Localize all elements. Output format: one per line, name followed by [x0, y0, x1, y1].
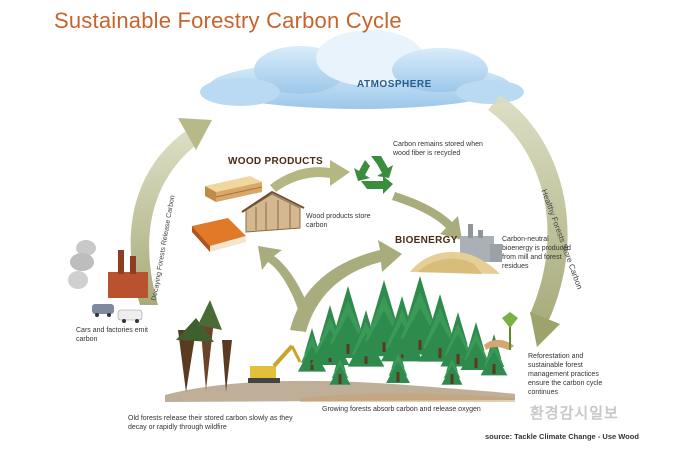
wood-store-label: Wood products store carbon — [306, 213, 371, 229]
growing-forest — [297, 276, 508, 385]
reforestation-label: Reforestation and sustainable forest man… — [528, 353, 603, 396]
old-forest — [176, 300, 232, 392]
arrow-left — [130, 118, 212, 305]
house-icon — [241, 190, 305, 233]
wood-products-label: WOOD PRODUCTS — [228, 156, 324, 167]
tree-icon — [329, 352, 351, 385]
tree-icon — [441, 352, 463, 385]
growing-forests-label: Growing forests absorb carbon and releas… — [322, 406, 481, 413]
arrow-wood-to-recycle — [270, 160, 350, 192]
factory-icon — [68, 240, 148, 298]
tree-icon — [460, 322, 492, 370]
tree-icon — [386, 346, 410, 384]
atmosphere-label: ATMOSPHERE — [357, 79, 432, 90]
cars-factories-label: Cars and factories emit carbon — [76, 327, 148, 343]
page-title: Sustainable Forestry Carbon Cycle — [54, 8, 402, 33]
arrow-recycle-to-bioenergy — [392, 192, 462, 240]
seedling-icon — [484, 312, 518, 350]
old-forests-label: Old forests release their stored carbon … — [128, 415, 293, 431]
recycle-icon — [354, 156, 393, 194]
lumber-icon — [205, 176, 263, 202]
bioenergy-label: BIOENERGY — [395, 235, 458, 246]
carbon-neutral-label: Carbon-neutral bioenergy is produced fro… — [502, 236, 571, 270]
arrow-forest-up — [258, 240, 402, 332]
tree-icon — [480, 334, 508, 376]
book-icon — [192, 218, 246, 252]
cloud-icon — [200, 30, 524, 109]
car-icon — [92, 304, 143, 323]
watermark: 환경감시일보 — [530, 405, 619, 422]
arrow-right — [488, 95, 568, 347]
sawdust-icon — [410, 251, 500, 274]
ground — [165, 380, 515, 402]
excavator-icon — [248, 344, 302, 383]
carbon-remains-label: Carbon remains stored when wood fiber is… — [393, 141, 483, 157]
source-label: source: Tackle Climate Change - Use Wood — [485, 432, 639, 441]
